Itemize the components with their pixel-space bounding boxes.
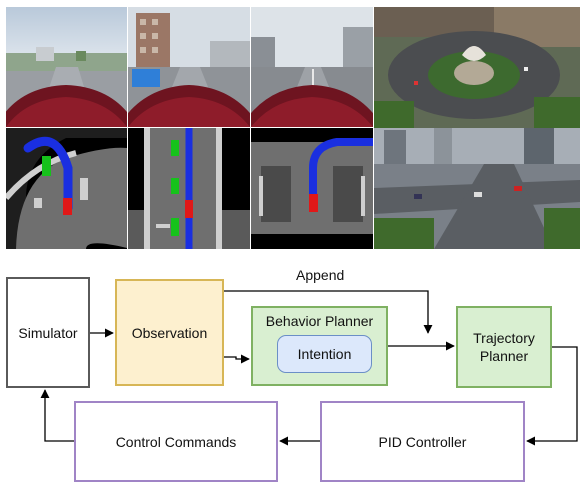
trajectory-planner-node: Trajectory Planner	[456, 306, 552, 388]
aerial-intersection-scene	[374, 128, 580, 249]
intention-node: Intention	[277, 335, 372, 373]
control-commands-node: Control Commands	[74, 401, 278, 482]
birdseye-map-2	[128, 128, 250, 249]
arrow-control-commands-to-simulator	[40, 389, 74, 442]
observation-label: Observation	[131, 324, 208, 341]
intention-label: Intention	[297, 346, 352, 362]
camera-view-1	[6, 7, 127, 127]
birdseye-map-3	[251, 128, 373, 249]
arrow-trajectory-to-pid-controller	[526, 346, 578, 446]
diagram-connectors	[40, 290, 578, 446]
pid-controller-label: PID Controller	[378, 433, 467, 450]
observation-node: Observation	[115, 279, 224, 386]
camera-view-2	[128, 7, 250, 127]
control-commands-label: Control Commands	[115, 433, 237, 450]
behavior-planner-label: Behavior Planner	[265, 313, 374, 329]
aerial-roundabout-scene	[374, 7, 580, 128]
pipeline-diagram: Append Simulator Observation Behavior Pl…	[0, 251, 580, 483]
camera-view-3	[251, 7, 373, 127]
arrow-observation-to-behavior-planner	[224, 354, 250, 364]
birdseye-map-1	[6, 128, 127, 249]
append-label: Append	[296, 267, 345, 283]
trajectory-planner-label: Trajectory Planner	[473, 330, 535, 364]
pid-controller-node: PID Controller	[320, 401, 525, 482]
simulator-label: Simulator	[18, 324, 78, 341]
simulator-node: Simulator	[6, 277, 90, 388]
scenario-image-panel	[6, 7, 580, 249]
arrow-append-to-trajectory-planner	[224, 290, 433, 334]
